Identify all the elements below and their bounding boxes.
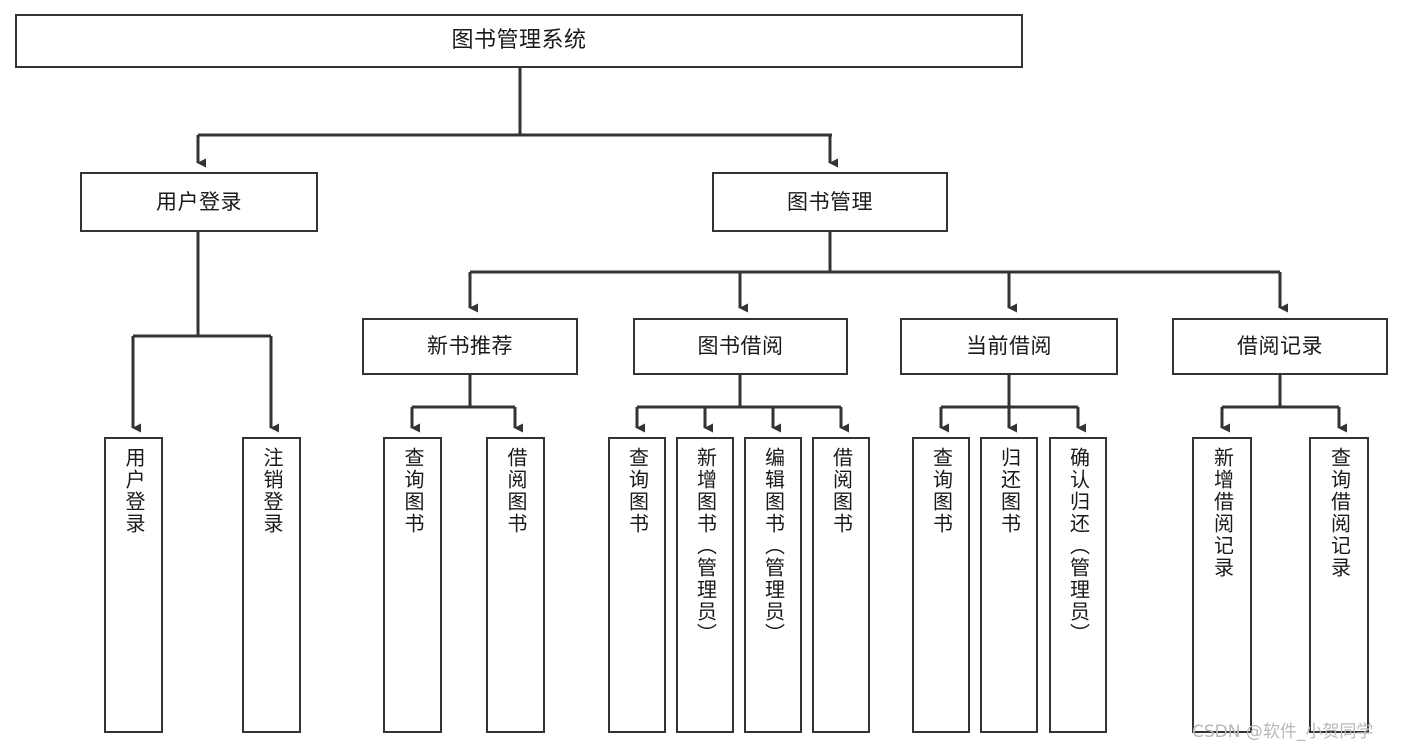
node-book-borrow[interactable]: 图书借阅 <box>633 318 848 375</box>
node-leaf-borrow-book-nb[interactable]: 借阅图书 <box>486 437 545 733</box>
node-leaf-add-book-admin[interactable]: 新增图书（管理员） <box>676 437 734 733</box>
node-current-borrow[interactable]: 当前借阅 <box>900 318 1118 375</box>
node-leaf-user-login[interactable]: 用户登录 <box>104 437 163 733</box>
node-leaf-borrow-book-nb-label: 借阅图书 <box>504 447 528 535</box>
node-book-management[interactable]: 图书管理 <box>712 172 948 232</box>
node-leaf-query-book-nb[interactable]: 查询图书 <box>383 437 442 733</box>
node-leaf-add-book-admin-label: 新增图书（管理员） <box>693 447 718 645</box>
node-leaf-query-book-bb[interactable]: 查询图书 <box>608 437 666 733</box>
node-leaf-query-borrow-record-label: 查询借阅记录 <box>1327 447 1352 579</box>
node-new-book-recommend[interactable]: 新书推荐 <box>362 318 578 375</box>
node-leaf-confirm-return-admin[interactable]: 确认归还（管理员） <box>1049 437 1107 733</box>
node-borrow-record-label: 借阅记录 <box>1237 334 1323 359</box>
node-user-login-label: 用户登录 <box>156 189 242 214</box>
node-leaf-borrow-book-bb-label: 借阅图书 <box>829 447 854 535</box>
node-leaf-add-borrow-record[interactable]: 新增借阅记录 <box>1192 437 1252 733</box>
node-root-system[interactable]: 图书管理系统 <box>15 14 1023 68</box>
csdn-watermark: CSDN @软件_小贺同学 <box>1192 722 1374 742</box>
node-root-system-label: 图书管理系统 <box>451 28 587 54</box>
node-leaf-return-book-label: 归还图书 <box>997 447 1022 535</box>
node-current-borrow-label: 当前借阅 <box>966 334 1052 359</box>
node-leaf-query-book-nb-label: 查询图书 <box>401 447 425 535</box>
node-user-login[interactable]: 用户登录 <box>80 172 318 232</box>
node-leaf-query-book-cb-label: 查询图书 <box>929 447 954 535</box>
node-leaf-query-book-bb-label: 查询图书 <box>625 447 650 535</box>
node-book-borrow-label: 图书借阅 <box>697 334 784 359</box>
node-book-management-label: 图书管理 <box>787 189 873 214</box>
node-borrow-record[interactable]: 借阅记录 <box>1172 318 1388 375</box>
node-leaf-edit-book-admin-label: 编辑图书（管理员） <box>761 447 786 645</box>
node-leaf-add-borrow-record-label: 新增借阅记录 <box>1210 447 1235 579</box>
node-leaf-query-book-cb[interactable]: 查询图书 <box>912 437 970 733</box>
node-leaf-borrow-book-bb[interactable]: 借阅图书 <box>812 437 870 733</box>
node-leaf-confirm-return-admin-label: 确认归还（管理员） <box>1066 447 1091 645</box>
node-leaf-logout-label: 注销登录 <box>260 447 284 535</box>
node-leaf-return-book[interactable]: 归还图书 <box>980 437 1038 733</box>
node-leaf-edit-book-admin[interactable]: 编辑图书（管理员） <box>744 437 802 733</box>
node-leaf-query-borrow-record[interactable]: 查询借阅记录 <box>1309 437 1369 733</box>
node-leaf-logout[interactable]: 注销登录 <box>242 437 301 733</box>
node-leaf-user-login-label: 用户登录 <box>122 447 146 535</box>
node-new-book-recommend-label: 新书推荐 <box>427 334 513 359</box>
